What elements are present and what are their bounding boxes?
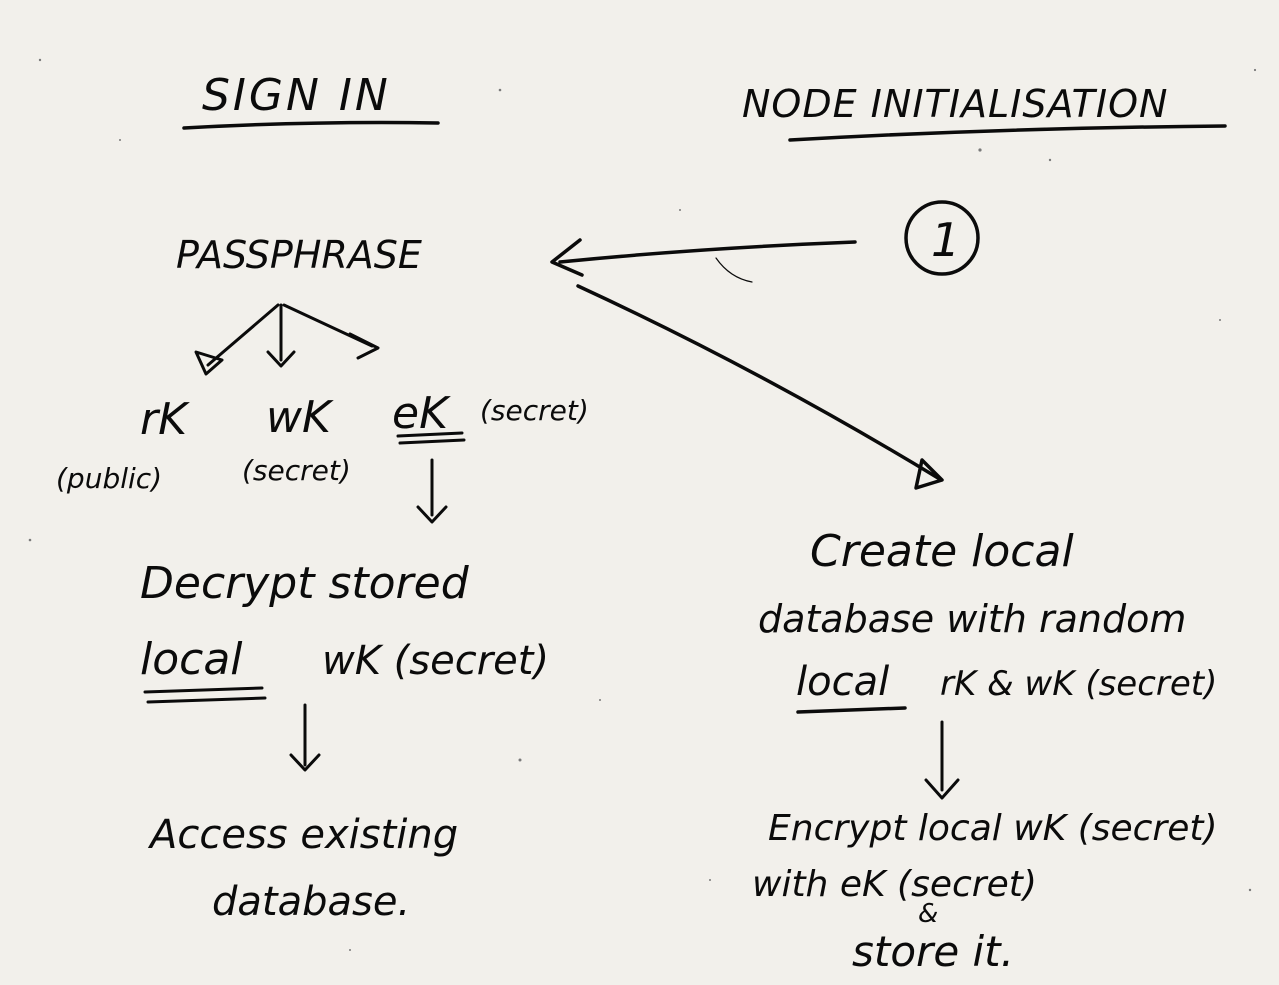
decrypt-line1: Decrypt stored (140, 558, 470, 609)
heading-node-initialisation: NODE INITIALISATION (742, 82, 1168, 126)
create-keys: rK & wK (secret) (940, 664, 1217, 704)
decrypt-local-double-underline (143, 686, 267, 704)
decrypt-local: local (140, 634, 243, 685)
create-line2: database with random (758, 597, 1186, 641)
step-marker-1-number: 1 (931, 213, 960, 267)
passphrase-to-create-arrow (576, 284, 944, 490)
create-local-underline (796, 706, 907, 714)
encrypt-line1: Encrypt local wK (secret) (768, 808, 1218, 849)
create-local: local (796, 659, 889, 705)
encrypt-ampersand: & (918, 899, 938, 929)
passphrase-split-arrows (194, 303, 380, 376)
create-down-arrow (924, 720, 960, 800)
key-rk-note: (public) (56, 462, 162, 495)
marker-to-passphrase-arrow (550, 238, 857, 277)
encrypt-line3: store it. (852, 927, 1014, 976)
decrypt-down-arrow (289, 703, 321, 772)
heading-node-initialisation-underline (788, 124, 1227, 142)
key-ek: eK (392, 388, 451, 439)
key-wk: wK (266, 392, 334, 443)
create-line1: Create local (810, 526, 1074, 577)
decrypt-wk-secret: wK (secret) (322, 638, 549, 684)
access-line2: database. (212, 879, 410, 925)
key-ek-note: (secret) (480, 394, 589, 427)
paper-texture (28, 58, 1257, 951)
ek-down-arrow (416, 458, 448, 524)
encrypt-line2: with eK (secret) (752, 864, 1037, 905)
paper-smudge-mark (715, 257, 753, 283)
passphrase-label: PASSPHRASE (176, 233, 422, 277)
key-wk-note: (secret) (242, 454, 351, 487)
step-marker-1: 1 (904, 200, 980, 276)
key-ek-double-underline (396, 431, 466, 445)
key-rk: rK (140, 394, 190, 445)
heading-sign-in: SIGN IN (202, 70, 391, 121)
heading-sign-in-underline (182, 120, 440, 130)
access-line1: Access existing (147, 812, 458, 858)
